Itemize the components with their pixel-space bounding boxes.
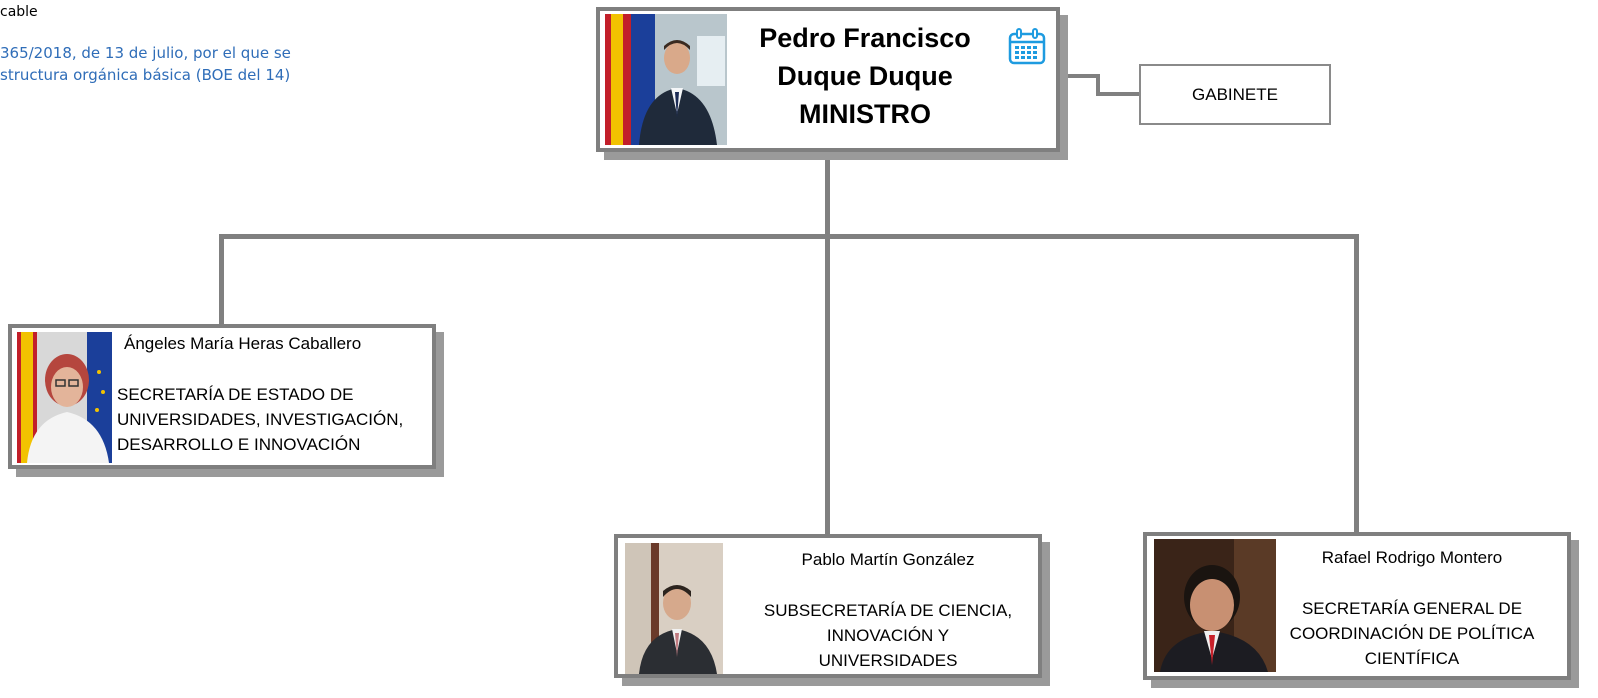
connector-left-branch <box>219 234 224 328</box>
unit-title-secretaria-general: SECRETARÍA GENERAL DE COORDINACIÓN DE PO… <box>1277 596 1547 671</box>
legal-link-line1: 365/2018, de 13 de julio, por el que se <box>0 44 291 62</box>
gabinete-box[interactable]: GABINETE <box>1139 64 1331 125</box>
unit-line: DESARROLLO E INNOVACIÓN <box>117 435 361 454</box>
person-photo-martin <box>625 543 723 674</box>
person-photo-heras <box>17 332 112 463</box>
person-name-martin: Pablo Martín González <box>801 550 975 569</box>
unit-card-subsecretaria[interactable]: Pablo Martín González SUBSECRETARÍA DE C… <box>614 534 1042 678</box>
unit-line: UNIVERSIDADES, INVESTIGACIÓN, <box>117 410 404 429</box>
unit-line: INNOVACIÓN Y <box>826 626 950 645</box>
connector-minister-down <box>825 152 830 238</box>
legal-link-line2: structura orgánica básica (BOE del 14) <box>0 66 291 84</box>
minister-role: MINISTRO <box>799 99 931 129</box>
person-name-rodrigo: Rafael Rodrigo Montero <box>1321 548 1503 567</box>
unit-line: COORDINACIÓN DE POLÍTICA <box>1289 624 1535 643</box>
minister-photo <box>605 14 727 145</box>
page-title-fragment: cable <box>0 4 38 20</box>
gabinete-label: GABINETE <box>1192 84 1278 104</box>
unit-line: CIENTÍFICA <box>1364 649 1460 668</box>
unit-title-secretaria-estado: SECRETARÍA DE ESTADO DE UNIVERSIDADES, I… <box>117 382 403 457</box>
unit-line: UNIVERSIDADES <box>818 651 958 670</box>
unit-card-secretaria-estado[interactable]: Ángeles María Heras Caballero SECRETARÍA… <box>8 324 436 469</box>
minister-card[interactable]: Pedro Francisco Duque Duque MINISTRO <box>596 7 1060 152</box>
minister-name-block: Pedro Francisco Duque Duque MINISTRO <box>730 19 1000 133</box>
minister-name-line1: Pedro Francisco <box>759 23 971 53</box>
connector-horizontal <box>219 234 1359 239</box>
unit-line: SECRETARÍA GENERAL DE <box>1301 599 1523 618</box>
legal-reference-link[interactable]: 365/2018, de 13 de julio, por el que se … <box>0 42 291 86</box>
connector-middle-branch <box>825 234 830 537</box>
connector-gabinete-b <box>1096 74 1100 96</box>
connector-right-branch <box>1354 234 1359 534</box>
unit-line: SECRETARÍA DE ESTADO DE <box>117 385 354 404</box>
connector-gabinete-c <box>1096 92 1140 96</box>
person-photo-rodrigo <box>1154 539 1276 672</box>
unit-line: SUBSECRETARÍA DE CIENCIA, <box>763 601 1013 620</box>
minister-name-line2: Duque Duque <box>777 61 953 91</box>
person-name-heras: Ángeles María Heras Caballero <box>124 334 362 353</box>
unit-title-subsecretaria: SUBSECRETARÍA DE CIENCIA, INNOVACIÓN Y U… <box>738 598 1038 673</box>
unit-card-secretaria-general[interactable]: Rafael Rodrigo Montero SECRETARÍA GENERA… <box>1143 532 1571 680</box>
calendar-icon[interactable] <box>1008 28 1048 66</box>
connector-gabinete-a <box>1058 74 1100 78</box>
